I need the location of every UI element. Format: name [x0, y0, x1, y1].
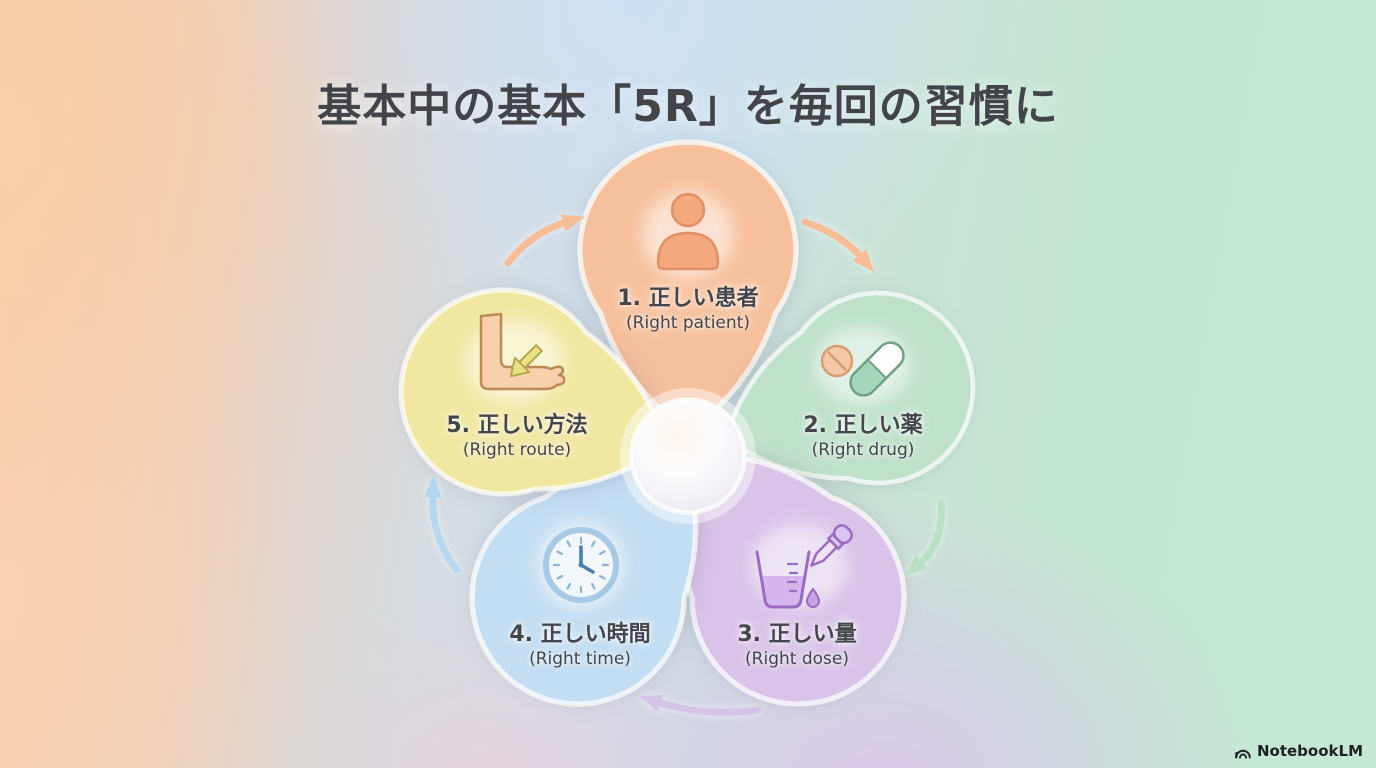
clock-icon: [543, 527, 619, 603]
label-right-time: 4. 正しい時間 (Right time): [509, 621, 650, 671]
arrow-dose-to-time: [638, 694, 762, 716]
label-right-time-en: (Right time): [529, 649, 631, 669]
beaker-dropper-icon: [755, 524, 853, 609]
arrow-time-to-route: [423, 475, 461, 574]
label-right-dose-jp: 3. 正しい量: [737, 622, 857, 647]
arrow-drug-to-dose: [904, 499, 945, 577]
label-right-time-jp: 4. 正しい時間: [509, 622, 651, 647]
page-title: 基本中の基本「5R」を毎回の習慣に: [317, 81, 1059, 132]
label-right-patient-jp: 1. 正しい患者: [617, 286, 759, 311]
flower-center-halo: [620, 388, 756, 524]
label-right-route-en: (Right route): [462, 440, 572, 460]
notebooklm-watermark: NotebookLM: [1234, 742, 1363, 760]
label-right-drug-en: (Right drug): [811, 440, 915, 460]
pills-icon: [820, 341, 905, 397]
label-right-dose: 3. 正しい量 (Right dose): [737, 621, 856, 671]
notebooklm-logo-icon: [1235, 749, 1251, 758]
arrow-patient-to-drug: [801, 218, 875, 273]
label-right-route: 5. 正しい方法 (Right route): [446, 412, 587, 462]
label-right-drug-jp: 2. 正しい薬: [803, 413, 923, 438]
person-icon: [656, 192, 720, 271]
label-right-dose-en: (Right dose): [745, 649, 849, 669]
label-right-route-jp: 5. 正しい方法: [446, 413, 588, 438]
label-right-patient-en: (Right patient): [626, 313, 750, 333]
label-right-drug: 2. 正しい薬 (Right drug): [803, 412, 922, 462]
arrow-route-to-patient: [504, 214, 586, 267]
notebooklm-label: NotebookLM: [1256, 742, 1363, 760]
arm-injection-icon: [479, 312, 566, 391]
label-right-patient: 1. 正しい患者 (Right patient): [617, 285, 758, 335]
5r-cycle-diagram: [398, 139, 976, 716]
flower-center: [628, 396, 748, 516]
